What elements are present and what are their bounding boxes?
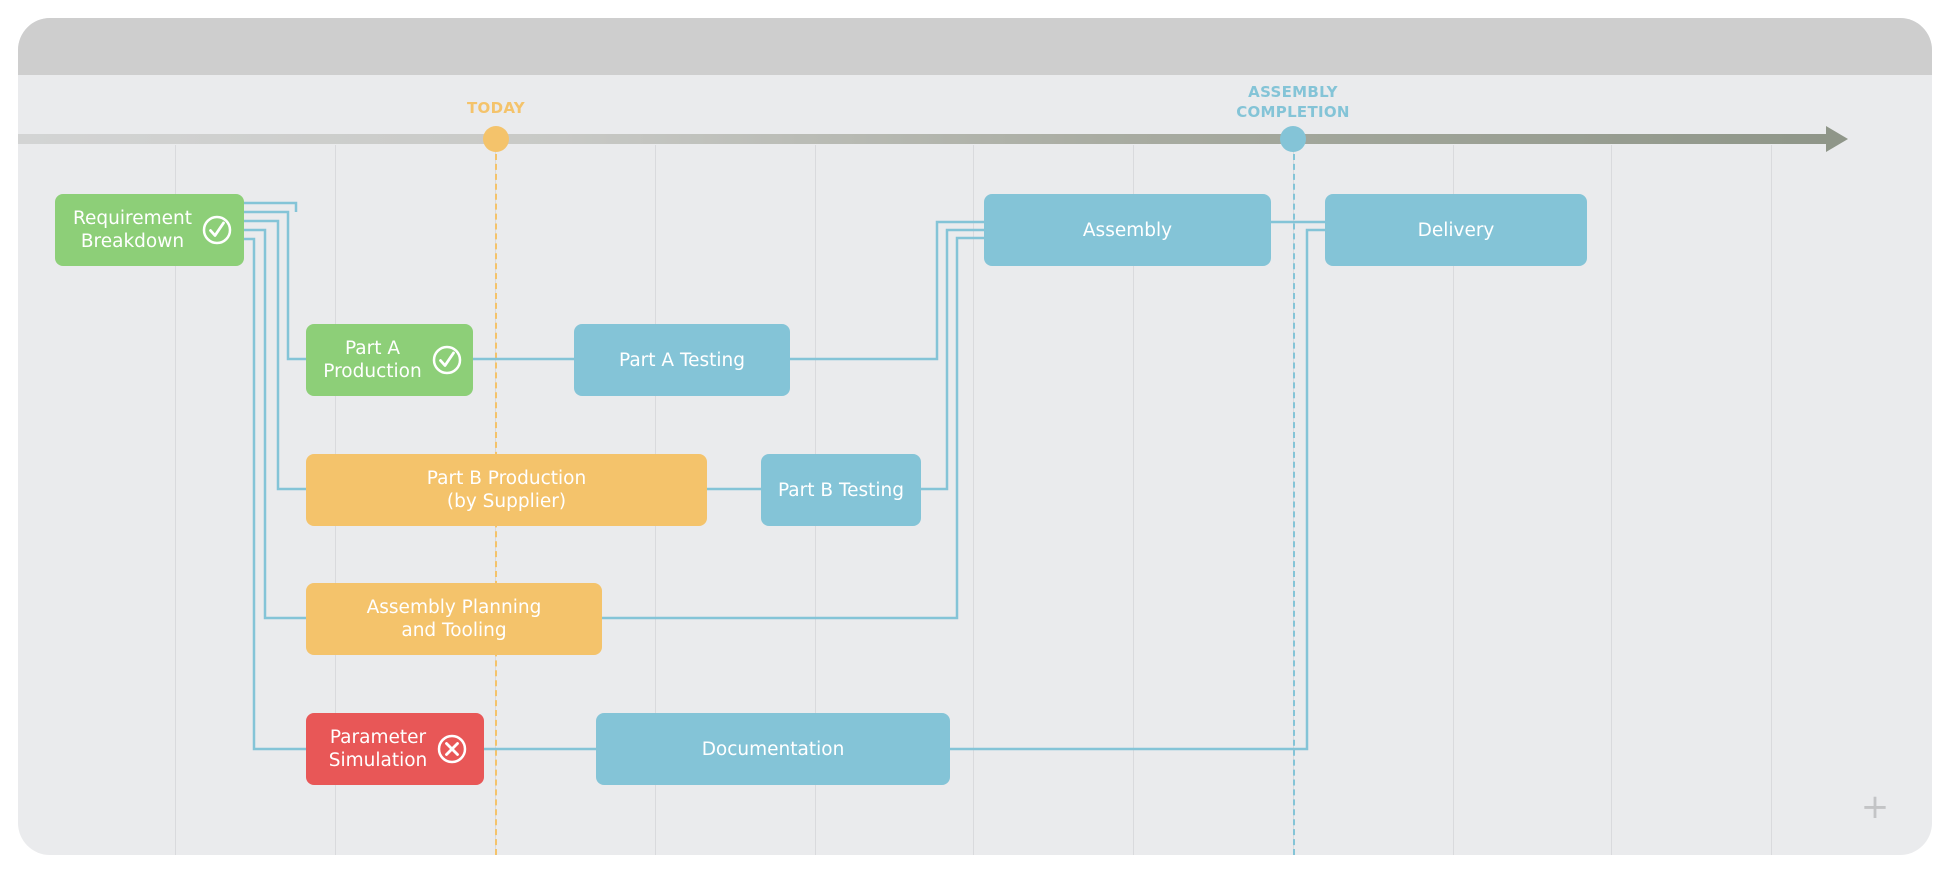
connector-part-b-testing-to-assembly	[921, 228, 984, 491]
task-label: Part A Testing	[619, 349, 745, 371]
task-documentation[interactable]: Documentation	[596, 713, 950, 785]
dependency-connectors	[244, 201, 1325, 751]
plus-icon[interactable]: +	[1860, 787, 1890, 827]
task-label: Assembly Planning and Tooling	[366, 597, 542, 641]
connector-req-to-assembly-top	[244, 201, 298, 212]
today-marker-dot[interactable]	[483, 126, 509, 152]
check-circle-icon	[202, 215, 232, 245]
grid-line	[973, 145, 974, 855]
connector-req-to-parameter-simulation	[244, 237, 307, 751]
connector-part-a-testing-to-assembly	[790, 220, 984, 361]
connector-req-to-part-a-production	[244, 210, 307, 361]
grid-line	[1611, 145, 1612, 855]
task-parameter-simulation[interactable]: Parameter Simulation	[306, 713, 484, 785]
task-label: Part B Testing	[777, 479, 904, 501]
timeline-arrow-icon	[1826, 126, 1848, 152]
task-assembly[interactable]: Assembly	[984, 194, 1271, 266]
assembly-completion-marker-label: ASSEMBLY COMPLETION	[1236, 83, 1350, 121]
grid-line	[1133, 145, 1134, 855]
task-requirement-breakdown[interactable]: Requirement Breakdown	[55, 194, 244, 266]
grid-line	[1453, 145, 1454, 855]
connector-assembly-planning-to-assembly	[602, 236, 984, 620]
task-label: Requirement Breakdown	[73, 208, 192, 252]
connector-documentation-to-delivery	[950, 228, 1325, 751]
task-label: Part A Production	[323, 338, 422, 382]
timeline-board: TODAY ASSEMBLY COMPLETION	[18, 18, 1932, 855]
task-part-a-testing[interactable]: Part A Testing	[574, 324, 790, 396]
x-circle-icon	[437, 734, 467, 764]
task-label: Assembly	[1082, 219, 1173, 241]
task-label: Documentation	[701, 738, 845, 760]
grid-line	[1771, 145, 1772, 855]
task-delivery[interactable]: Delivery	[1325, 194, 1587, 266]
task-part-b-testing[interactable]: Part B Testing	[761, 454, 921, 526]
today-marker-label: TODAY	[467, 99, 525, 117]
timeline-axis	[18, 134, 1828, 144]
assembly-completion-marker-line	[1293, 154, 1295, 855]
task-part-b-production[interactable]: Part B Production (by Supplier)	[306, 454, 707, 526]
task-label: Part B Production (by Supplier)	[426, 468, 587, 512]
connector-req-to-part-b-production	[244, 219, 307, 491]
task-label: Delivery	[1417, 219, 1495, 241]
task-assembly-planning[interactable]: Assembly Planning and Tooling	[306, 583, 602, 655]
task-label: Parameter Simulation	[328, 727, 428, 771]
check-circle-icon	[432, 345, 462, 375]
grid-line	[175, 145, 176, 855]
task-part-a-production[interactable]: Part A Production	[306, 324, 473, 396]
connector-req-to-assembly-planning	[244, 228, 307, 620]
board-header-bar	[18, 18, 1932, 75]
assembly-completion-marker-dot[interactable]	[1280, 126, 1306, 152]
